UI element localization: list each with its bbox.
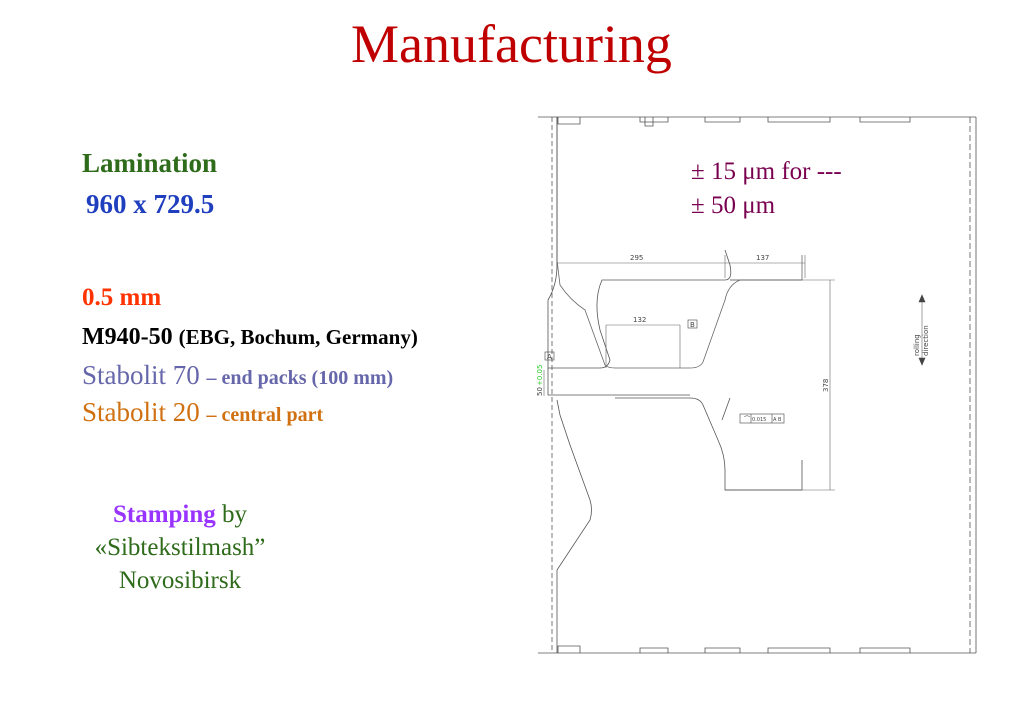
- stabolit20-line: Stabolit 20 – central part: [82, 397, 323, 428]
- rolling-direction-label-2: direction: [922, 325, 930, 356]
- stabolit70-note: – end packs (100 mm): [206, 367, 394, 389]
- stamping-city: Novosibirsk: [118, 567, 242, 594]
- fcf-value: 0.015: [752, 417, 766, 423]
- stamping-line: Stamping by: [60, 498, 300, 531]
- dim-50-tolerance: +0.05: [536, 365, 544, 386]
- tolerance-line-2: ± 50 μm: [691, 192, 776, 219]
- steel-grade-line: M940-50 (EBG, Bochum, Germany): [82, 324, 418, 351]
- lamination-dimensions: 960 x 729.5: [86, 189, 215, 219]
- tolerance-block: ± 15 μm for --- ± 50 μm: [691, 155, 842, 223]
- dim-378: 378: [822, 379, 830, 392]
- dim-137: 137: [756, 254, 769, 262]
- datum-b-label: B: [690, 321, 695, 329]
- stabolit70-line: Stabolit 70 – end packs (100 mm): [82, 360, 393, 391]
- lamination-drawing: 295 137 132 378 50 +0.05 A B 0.015 A B ⌒…: [536, 116, 977, 654]
- drawing-left-outline: [547, 117, 732, 369]
- stabolit70-name: Stabolit 70: [82, 360, 200, 390]
- thickness-value: 0.5 mm: [82, 284, 162, 311]
- stamping-block: Stamping by «Sibtekstilmash” Novosibirsk: [60, 498, 300, 597]
- datum-a-box: [544, 351, 555, 361]
- feature-control-frame: [739, 413, 785, 424]
- datum-a-label: A: [547, 353, 552, 361]
- steel-grade: M940-50: [82, 324, 173, 350]
- dim-295: 295: [630, 254, 643, 262]
- fcf-datums: A B: [773, 417, 782, 423]
- datum-b-box: [687, 319, 698, 329]
- profile-symbol-icon: ⌒: [744, 416, 750, 423]
- dim-50: 50: [536, 387, 544, 396]
- rolling-direction-label-1: rolling: [913, 334, 921, 356]
- lamination-label: Lamination: [82, 148, 218, 178]
- stamping-by: by: [215, 501, 248, 528]
- stabolit20-note: – central part: [206, 404, 324, 426]
- dim-132: 132: [633, 316, 646, 324]
- tolerance-line-1: ± 15 μm for ---: [691, 158, 842, 185]
- stamping-company: «Sibtekstilmash”: [94, 534, 266, 561]
- slide-title: Manufacturing: [351, 14, 672, 74]
- steel-supplier: (EBG, Bochum, Germany): [178, 325, 418, 349]
- stabolit20-name: Stabolit 20: [82, 397, 200, 427]
- stamping-word: Stamping: [112, 501, 216, 528]
